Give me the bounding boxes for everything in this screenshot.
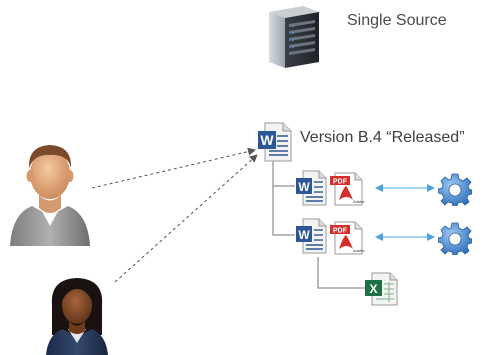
male-user-icon[interactable] bbox=[8, 138, 92, 246]
version-label: Version B.4 “Released” bbox=[300, 129, 465, 146]
svg-text:W: W bbox=[298, 180, 310, 194]
dashed-arrow-male-to-doc bbox=[91, 147, 256, 189]
svg-text:Adobe: Adobe bbox=[353, 248, 365, 253]
word-document-icon[interactable]: W bbox=[295, 170, 329, 206]
svg-text:X: X bbox=[369, 282, 377, 296]
svg-text:Adobe: Adobe bbox=[353, 199, 365, 204]
single-source-label: Single Source bbox=[347, 12, 447, 29]
female-user-icon[interactable] bbox=[40, 275, 114, 355]
word-document-icon[interactable]: W bbox=[295, 218, 329, 254]
dashed-arrow-female-to-doc bbox=[114, 154, 258, 283]
svg-text:W: W bbox=[298, 228, 310, 242]
svg-text:PDF: PDF bbox=[333, 179, 348, 186]
pdf-document-icon[interactable]: PDF Adobe bbox=[329, 221, 365, 255]
gear-icon[interactable] bbox=[438, 221, 472, 255]
word-document-icon[interactable]: W bbox=[257, 122, 293, 162]
tree-line-branch-1 bbox=[272, 160, 295, 187]
excel-document-icon[interactable]: X bbox=[364, 272, 400, 306]
pdf-document-icon[interactable]: PDF Adobe bbox=[329, 172, 365, 206]
gear-icon[interactable] bbox=[438, 172, 472, 206]
svg-text:PDF: PDF bbox=[333, 228, 348, 235]
tree-line-branch-3 bbox=[317, 257, 365, 289]
server-icon bbox=[263, 6, 323, 68]
svg-text:W: W bbox=[260, 132, 274, 148]
tree-line-branch-2 bbox=[272, 186, 295, 236]
